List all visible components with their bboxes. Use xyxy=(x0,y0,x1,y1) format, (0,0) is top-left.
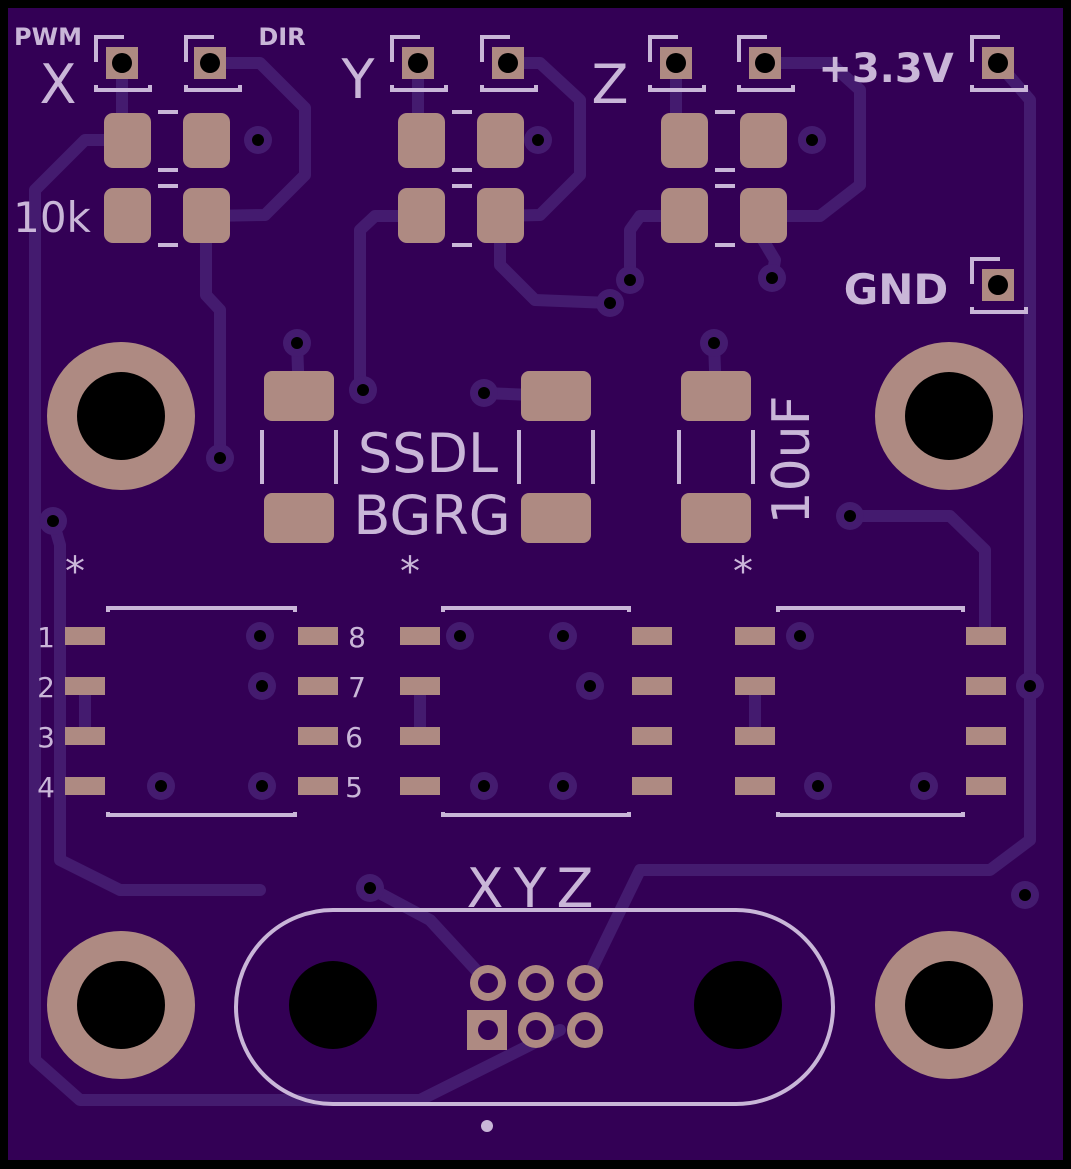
label-ic-line2: BGRG xyxy=(353,484,510,547)
pin-number: 1 xyxy=(37,621,55,654)
label-ic-line1: SSDL xyxy=(358,422,498,485)
mounting-holes xyxy=(47,342,1023,1079)
label-10k: 10k xyxy=(13,193,91,242)
header-pins xyxy=(94,35,1028,314)
capacitor-pads xyxy=(260,371,755,543)
pin1-marker: * xyxy=(400,549,420,595)
ic-footprints xyxy=(65,606,1006,817)
label-y: Y xyxy=(341,48,376,111)
pin-number: 8 xyxy=(348,621,366,654)
label-pwm: PWM xyxy=(14,23,82,51)
pin-number: 3 xyxy=(37,721,55,754)
label-z: Z xyxy=(592,53,629,116)
silkscreen-labels: PWM DIR X Y Z +3.3V 10k GND SSDL BGRG 10… xyxy=(13,23,954,920)
connector-footprint xyxy=(234,908,835,1132)
label-xyz: XYZ xyxy=(467,857,604,920)
label-gnd: GND xyxy=(844,265,949,314)
label-x: X xyxy=(40,53,77,116)
pin1-marker: * xyxy=(733,549,753,595)
pin1-marker: * xyxy=(65,549,85,595)
pin-number: 5 xyxy=(345,771,363,804)
label-10uf: 10uF xyxy=(762,395,822,524)
label-3v3: +3.3V xyxy=(818,46,953,92)
pin-number: 7 xyxy=(348,671,366,704)
pin-number: 2 xyxy=(37,671,55,704)
pin-number: 4 xyxy=(37,771,55,804)
label-dir: DIR xyxy=(258,23,305,51)
vias xyxy=(39,126,1044,909)
resistor-pads xyxy=(104,110,787,247)
pin-number: 6 xyxy=(345,721,363,754)
